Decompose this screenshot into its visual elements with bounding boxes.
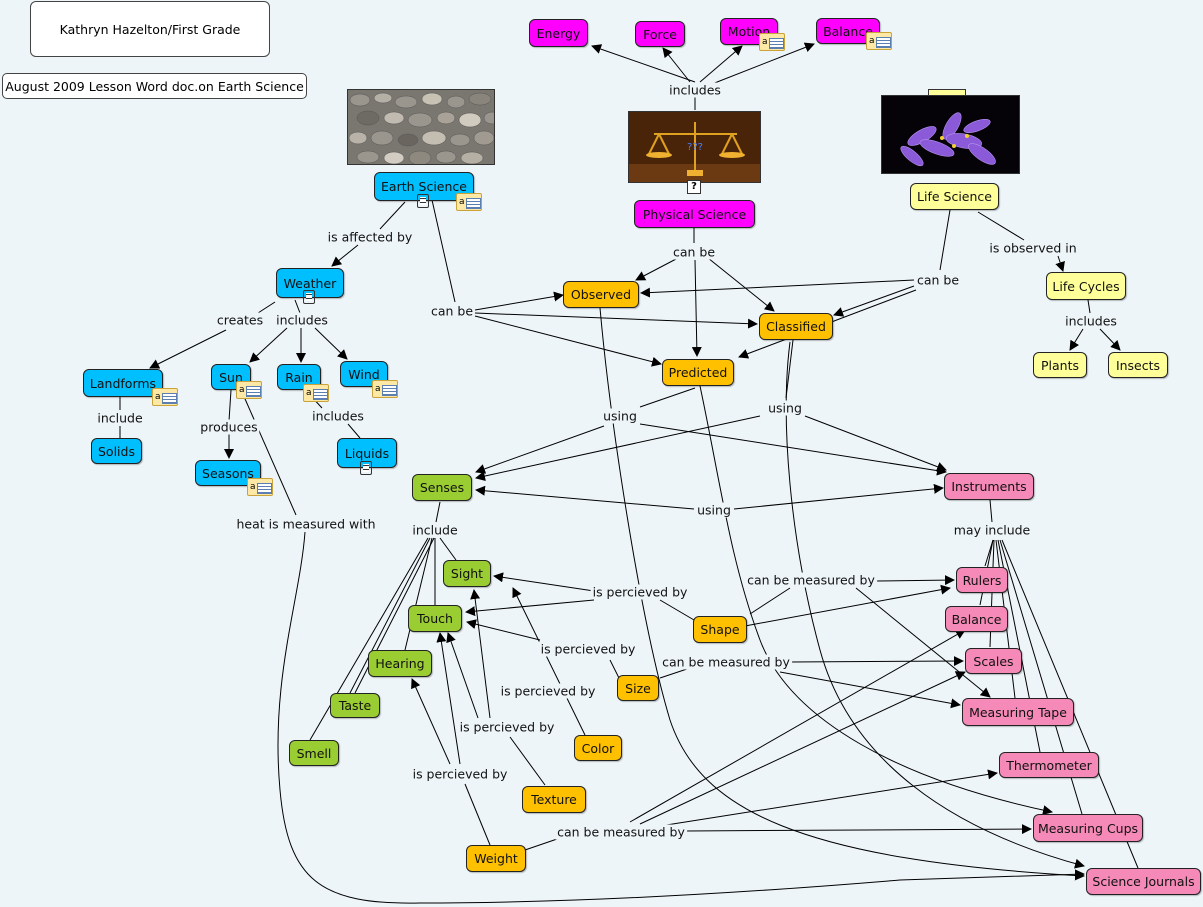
link-label: is percieved by: [498, 683, 598, 699]
node-life-cycles[interactable]: Life Cycles: [1046, 272, 1126, 300]
link-label: is percieved by: [538, 641, 638, 657]
link-label: heat is measured with: [234, 516, 378, 532]
life-image-tab: [928, 89, 966, 98]
lesson-note[interactable]: August 2009 Lesson Word doc.on Earth Sci…: [2, 73, 307, 99]
node-hearing[interactable]: Hearing: [368, 650, 432, 677]
node-science-journals[interactable]: Science Journals: [1086, 868, 1201, 895]
link-label: is affected by: [325, 229, 415, 245]
link-label: can be: [428, 303, 476, 319]
link-label: is percieved by: [590, 584, 690, 600]
link-label: is percieved by: [457, 719, 557, 735]
node-taste[interactable]: Taste: [330, 693, 380, 718]
node-life-science[interactable]: Life Science: [910, 183, 999, 210]
node-observed[interactable]: Observed: [563, 281, 639, 308]
resource-icon[interactable]: a: [759, 33, 785, 51]
link-label: includes: [274, 312, 330, 328]
resource-icon[interactable]: a: [152, 388, 178, 406]
image-caption: ???: [687, 142, 703, 153]
flowers-image: [881, 95, 1020, 174]
link-label: can be: [914, 272, 962, 288]
document-icon[interactable]: [417, 194, 429, 208]
document-icon[interactable]: [303, 290, 315, 304]
rocks-image: [347, 89, 495, 165]
document-icon[interactable]: [360, 461, 372, 475]
node-scales[interactable]: Scales: [965, 648, 1022, 674]
node-texture[interactable]: Texture: [522, 786, 586, 813]
node-color[interactable]: Color: [574, 735, 622, 761]
node-wind[interactable]: Wind: [340, 361, 388, 387]
link-label: is percieved by: [410, 766, 510, 782]
question-document-icon[interactable]: ?: [687, 180, 701, 194]
node-solids[interactable]: Solids: [91, 438, 142, 464]
node-instruments[interactable]: Instruments: [944, 473, 1034, 500]
node-thermometer[interactable]: Thermometer: [999, 752, 1099, 778]
node-sun[interactable]: Sun: [211, 364, 251, 390]
node-smell[interactable]: Smell: [289, 740, 339, 766]
link-label: creates: [214, 312, 266, 328]
node-sight[interactable]: Sight: [443, 560, 491, 587]
link-label: includes: [1063, 313, 1119, 329]
author-note: Kathryn Hazelton/First Grade: [30, 1, 270, 57]
link-label: using: [766, 400, 804, 416]
node-rulers[interactable]: Rulers: [956, 567, 1008, 593]
link-label: using: [695, 502, 733, 518]
node-size[interactable]: Size: [617, 675, 659, 701]
node-insects[interactable]: Insects: [1108, 352, 1168, 378]
node-energy[interactable]: Energy: [529, 19, 588, 47]
node-measuring-tape[interactable]: Measuring Tape: [962, 698, 1074, 726]
node-plants[interactable]: Plants: [1033, 352, 1087, 378]
node-predicted[interactable]: Predicted: [662, 359, 734, 386]
resource-icon[interactable]: a: [236, 381, 262, 399]
node-landforms[interactable]: Landforms: [83, 369, 163, 397]
link-label: can be measured by: [660, 654, 792, 670]
resource-icon[interactable]: a: [866, 32, 892, 50]
link-label: produces: [198, 419, 260, 435]
resource-icon[interactable]: a: [456, 193, 482, 211]
node-balance-top[interactable]: Balance: [816, 18, 880, 44]
node-senses[interactable]: Senses: [412, 474, 472, 501]
node-weight[interactable]: Weight: [466, 845, 526, 872]
link-label: can be measured by: [555, 824, 687, 840]
link-label: can be measured by: [745, 572, 877, 588]
balance-scale-image: ???: [628, 111, 761, 183]
node-physical-science[interactable]: Physical Science: [634, 200, 755, 228]
resource-icon[interactable]: a: [303, 384, 329, 402]
link-label: may include: [951, 522, 1033, 538]
link-label: include: [95, 410, 145, 426]
resource-icon[interactable]: a: [247, 478, 273, 496]
link-label: using: [601, 408, 639, 424]
node-liquids[interactable]: Liquids: [337, 438, 397, 468]
link-label: can be: [670, 244, 718, 260]
link-label: includes: [310, 408, 366, 424]
resource-icon[interactable]: a: [372, 380, 398, 398]
node-measuring-cups[interactable]: Measuring Cups: [1033, 814, 1143, 842]
node-balance[interactable]: Balance: [945, 606, 1008, 632]
node-shape[interactable]: Shape: [693, 616, 747, 643]
link-label: include: [410, 522, 460, 538]
link-label: is observed in: [987, 240, 1079, 256]
node-classified[interactable]: Classified: [759, 313, 833, 340]
link-label: includes: [667, 82, 723, 98]
node-force[interactable]: Force: [635, 21, 685, 47]
node-touch[interactable]: Touch: [408, 605, 462, 632]
